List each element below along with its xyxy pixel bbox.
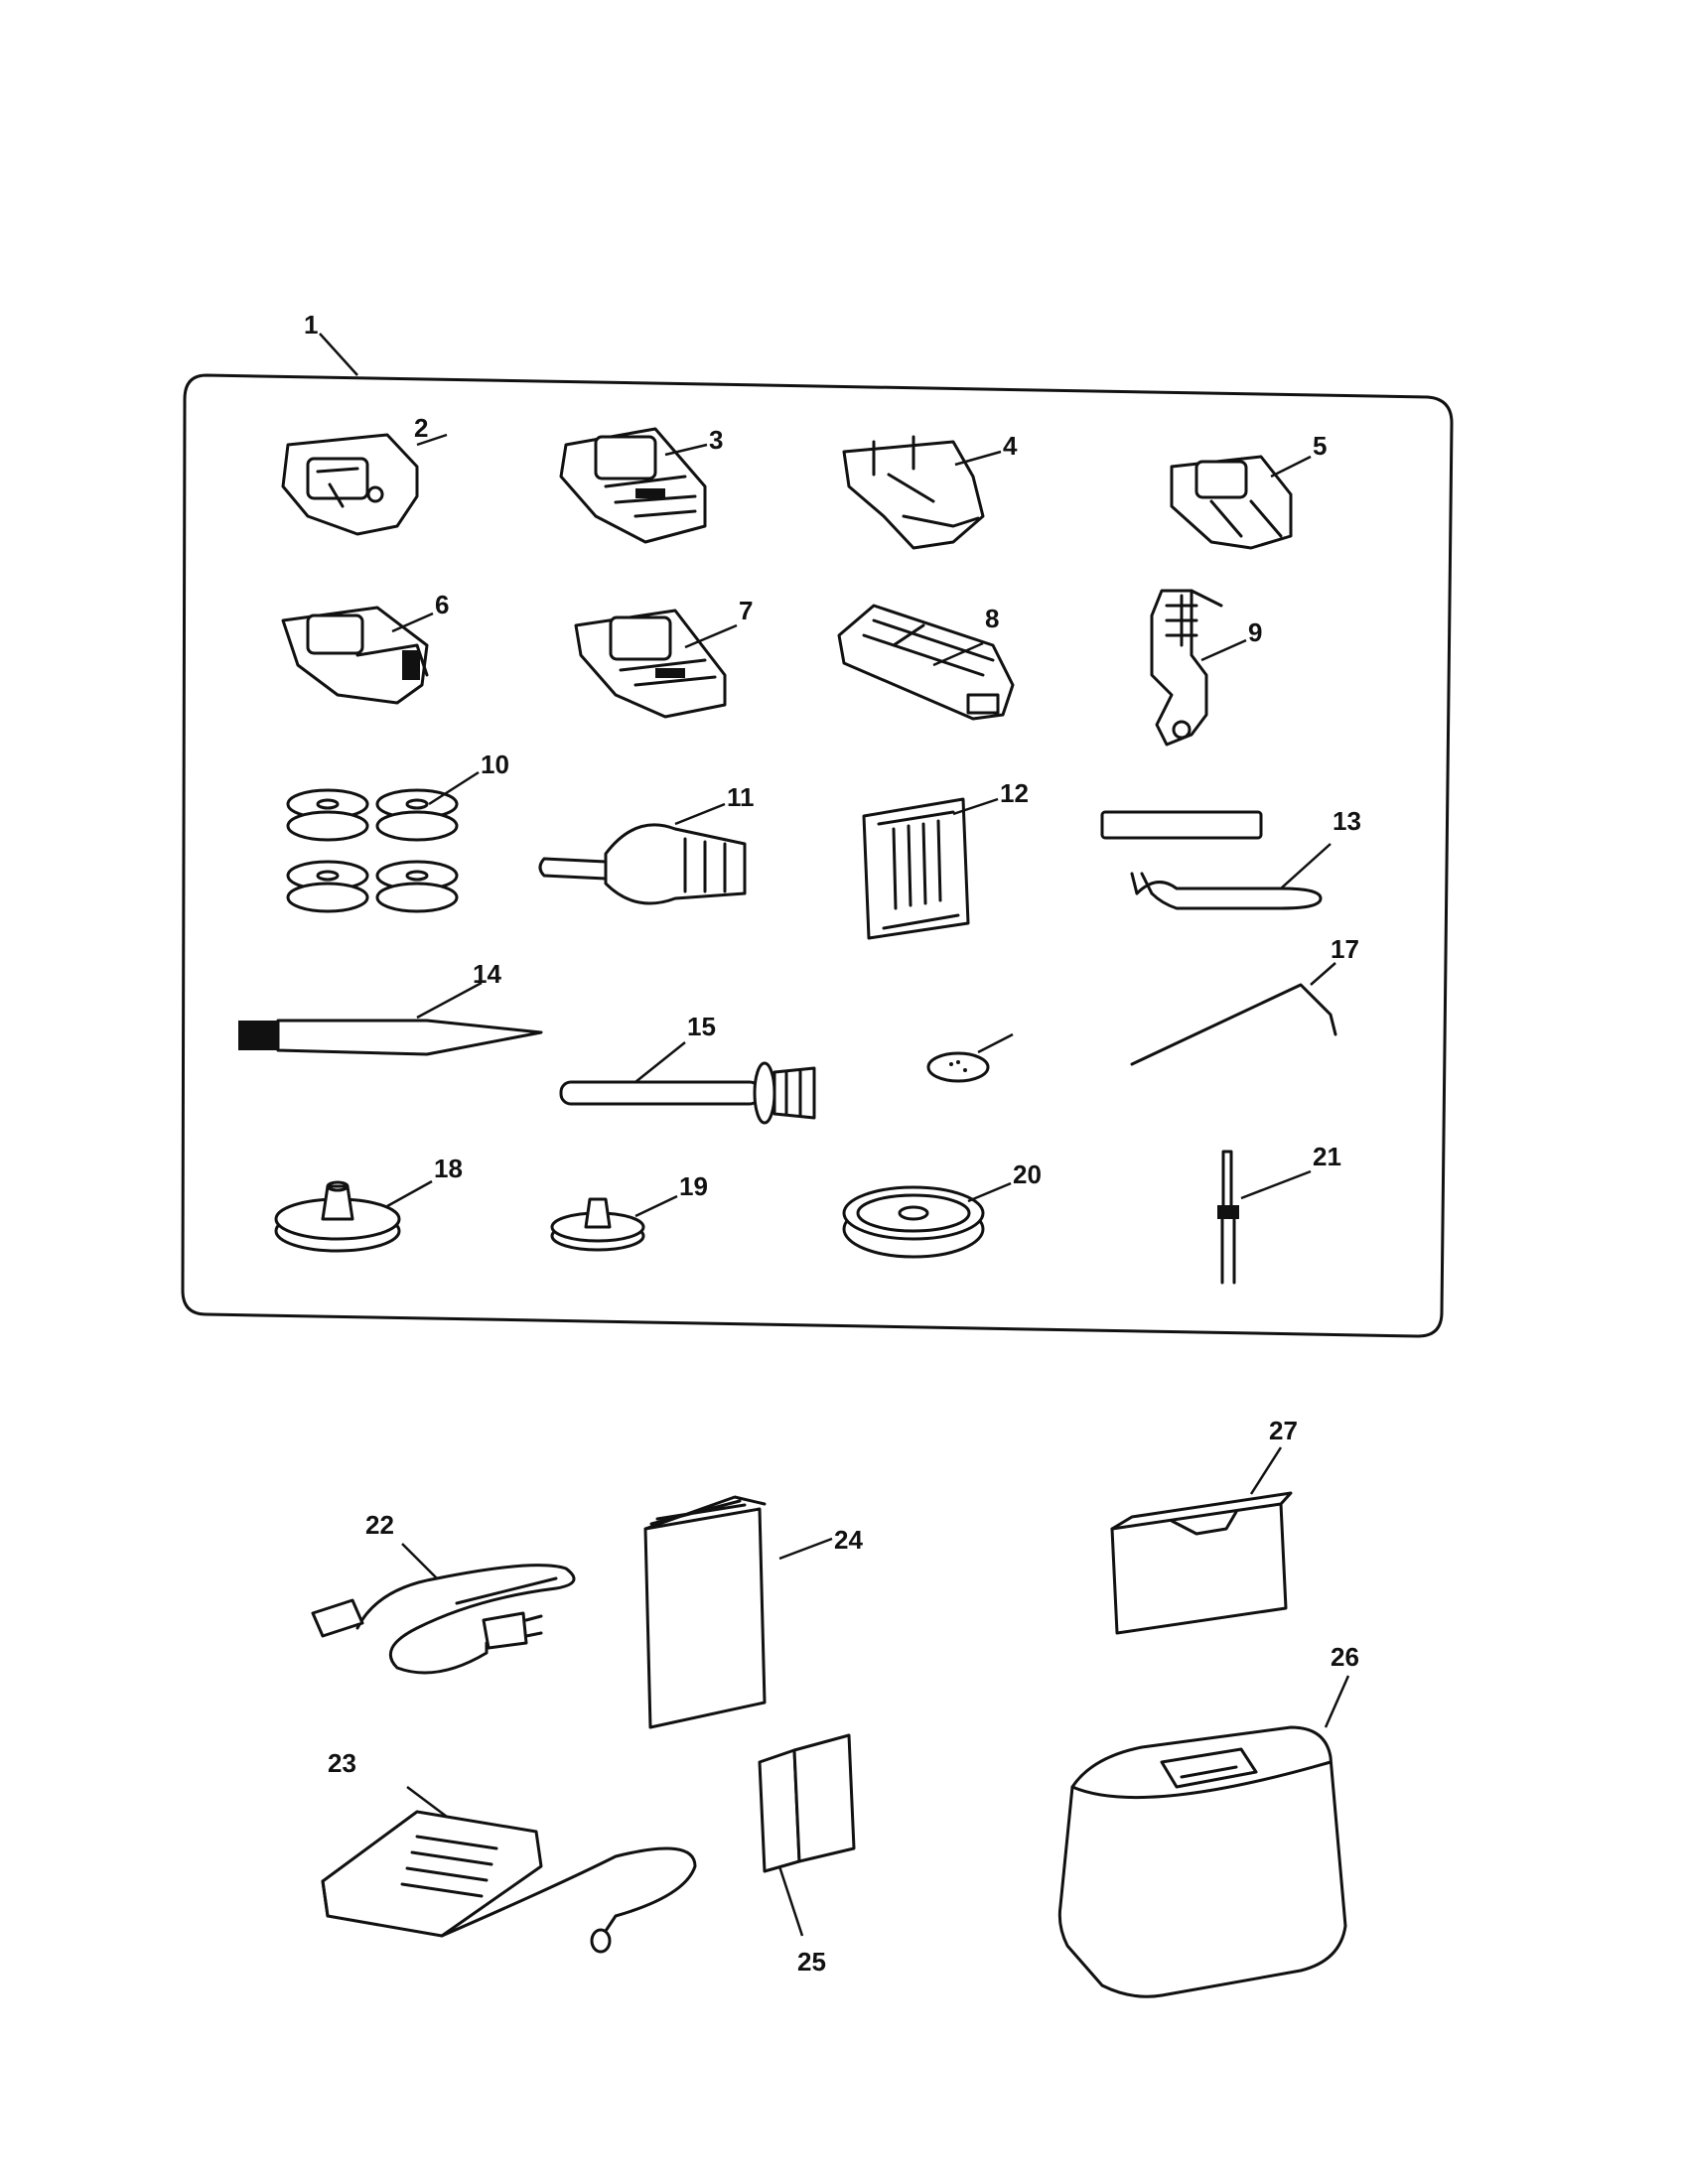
spool-felt-16-icon [926,1051,990,1083]
bobbins-10-icon [286,788,459,913]
presser-foot-4-icon [842,435,985,550]
callout-26: 26 [1331,1642,1359,1672]
twin-needle-21-icon [1217,1150,1239,1285]
callout-18: 18 [434,1154,463,1183]
presser-foot-5-icon [1170,455,1293,550]
callout-17: 17 [1331,934,1359,964]
screwdriver-11-icon [538,823,747,905]
callout-8: 8 [985,604,999,633]
dust-cover-26-icon [1057,1725,1347,1998]
instruction-book-24-icon [643,1495,767,1729]
presser-foot-6-icon [281,606,429,705]
callout-9: 9 [1248,617,1262,647]
presser-foot-8-icon [837,604,1015,721]
accessory-box-27-icon [1110,1491,1293,1635]
callout-22: 22 [365,1510,394,1540]
spool-cap-small-19-icon [550,1197,645,1252]
power-cord-22-icon [311,1564,576,1675]
callout-13: 13 [1333,806,1361,836]
needle-pack-12-icon [862,797,970,940]
callout-20: 20 [1013,1160,1042,1189]
callout-23: 23 [328,1748,356,1778]
callout-19: 19 [679,1171,708,1201]
spool-pin-15-icon [559,1061,816,1125]
presser-foot-2-icon [281,433,419,536]
callout-2: 2 [414,413,428,443]
callout-6: 6 [435,590,449,619]
callout-11: 11 [727,782,755,812]
bobbin-holder-20-icon [842,1185,985,1259]
callout-27: 27 [1269,1416,1298,1445]
foot-control-23-icon [321,1810,697,1954]
lint-brush-14-icon [238,1019,543,1056]
callout-4: 4 [1003,431,1018,461]
callout-21: 21 [1313,1142,1341,1171]
presser-foot-9-icon [1150,589,1223,747]
callout-1: 1 [304,310,318,340]
callout-15: 15 [687,1012,716,1041]
callout-14: 14 [473,959,501,989]
callout-10: 10 [481,750,509,779]
callout-7: 7 [739,596,753,625]
seam-ripper-13-icon [1100,810,1323,910]
accessory-panel [181,373,1454,1338]
callout-3: 3 [709,425,723,455]
callout-labels: 1 2 3 4 5 6 7 8 9 10 11 12 13 14 15 17 1… [304,310,1361,1977]
presser-foot-3-icon [559,427,707,544]
leaflet-25-icon [758,1733,856,1873]
callout-5: 5 [1313,431,1327,461]
leader-lines [319,333,1350,1937]
spool-cap-large-18-icon [274,1180,401,1253]
callout-24: 24 [834,1525,863,1555]
presser-foot-7-icon [574,609,727,719]
thread-guide-17-icon [1130,983,1337,1066]
callout-12: 12 [1000,778,1029,808]
callout-25: 25 [797,1947,826,1977]
